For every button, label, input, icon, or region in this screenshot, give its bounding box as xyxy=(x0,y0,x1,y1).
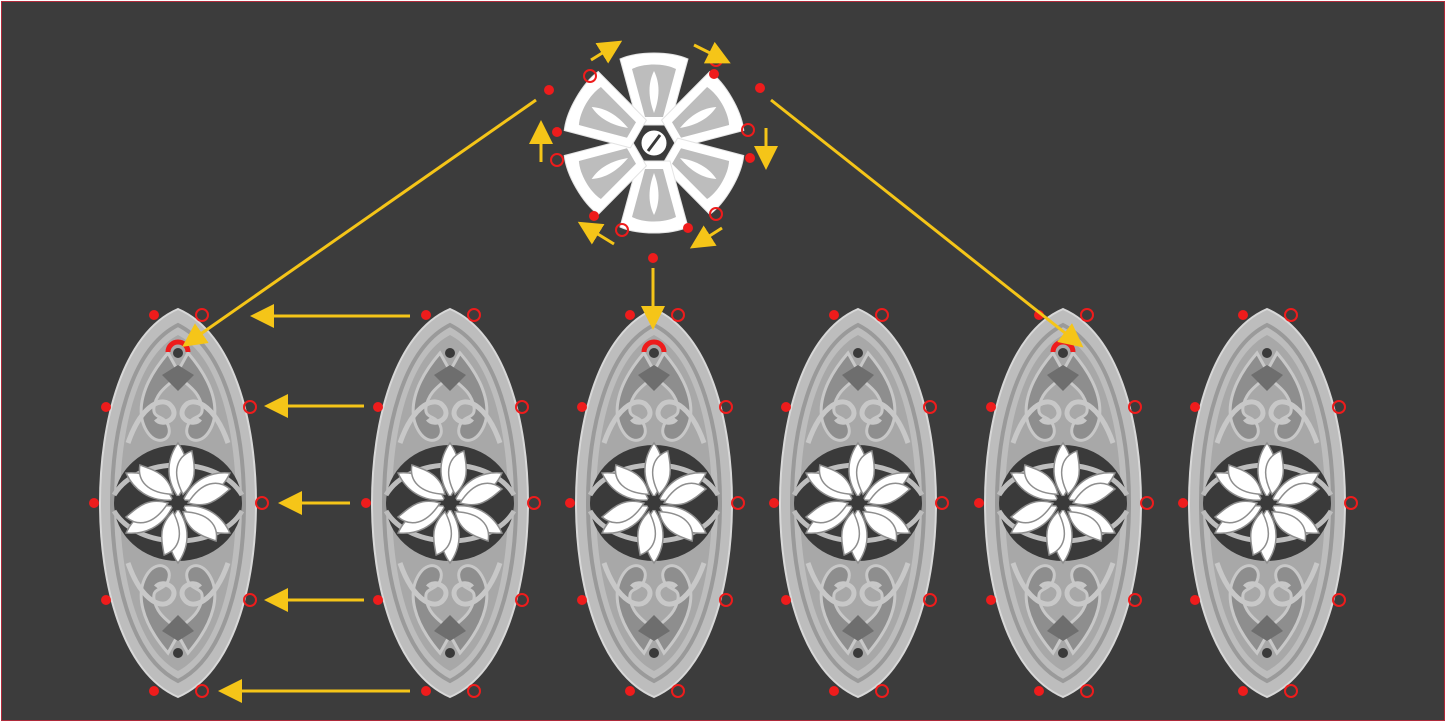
connector-ring xyxy=(1285,309,1297,321)
connector-ring xyxy=(528,497,540,509)
connector-dot xyxy=(361,498,371,508)
connector-dot xyxy=(625,310,635,320)
connector-dot xyxy=(974,498,984,508)
connector-dot xyxy=(1190,595,1200,605)
connector-dot xyxy=(829,686,839,696)
connector-dot xyxy=(829,310,839,320)
connector-dot xyxy=(1190,402,1200,412)
connector-ring xyxy=(672,309,684,321)
connector-dot xyxy=(1178,498,1188,508)
connector-dot xyxy=(577,595,587,605)
connector-ring xyxy=(196,309,208,321)
connector-dot xyxy=(1238,310,1248,320)
oval-ornament-icon xyxy=(1189,309,1345,697)
connector-dot xyxy=(565,498,575,508)
connector-dot xyxy=(1034,686,1044,696)
panel-4 xyxy=(780,309,936,697)
connector-dot xyxy=(149,686,159,696)
connector-dot xyxy=(101,595,111,605)
connector-dot xyxy=(149,310,159,320)
connector-dot xyxy=(421,686,431,696)
oval-ornament-icon xyxy=(576,309,732,697)
connector-dot xyxy=(373,402,383,412)
connector-ring xyxy=(256,497,268,509)
connector-ring xyxy=(244,594,256,606)
panel-5 xyxy=(985,309,1141,697)
connector-dot xyxy=(986,595,996,605)
connector-ring xyxy=(876,685,888,697)
connector-dot xyxy=(577,402,587,412)
oval-ornament-icon xyxy=(985,309,1141,697)
connector-ring xyxy=(1141,497,1153,509)
connector-ring xyxy=(1081,309,1093,321)
connector-ring xyxy=(732,497,744,509)
connector-ring xyxy=(468,309,480,321)
arrow-hub-to-panel-5 xyxy=(771,100,1074,340)
connector-dot xyxy=(625,686,635,696)
connector-ring xyxy=(516,401,528,413)
oval-ornament-icon xyxy=(372,309,528,697)
connector-dot xyxy=(986,402,996,412)
connector-dot xyxy=(769,498,779,508)
connector-ring xyxy=(720,401,732,413)
connector-ring xyxy=(924,594,936,606)
connector-dot xyxy=(421,310,431,320)
connector-dot xyxy=(781,402,791,412)
connector-ring xyxy=(1285,685,1297,697)
connector-ring xyxy=(244,401,256,413)
connector-dot xyxy=(101,402,111,412)
panel-6 xyxy=(1189,309,1345,697)
oval-ornament-icon xyxy=(780,309,936,697)
connector-dot xyxy=(781,595,791,605)
panel-1 xyxy=(100,309,256,697)
connector-ring xyxy=(1081,685,1093,697)
connector-ring xyxy=(1333,594,1345,606)
connector-ring xyxy=(1129,401,1141,413)
connector-ring xyxy=(196,685,208,697)
connector-ring xyxy=(876,309,888,321)
connector-ring xyxy=(924,401,936,413)
connector-dot xyxy=(89,498,99,508)
connector-dot xyxy=(373,595,383,605)
connector-ring xyxy=(720,594,732,606)
connector-ring xyxy=(468,685,480,697)
connector-ring xyxy=(1129,594,1141,606)
connector-ring xyxy=(516,594,528,606)
arrow-hub-to-panel-1 xyxy=(192,100,536,340)
connector-ring xyxy=(1333,401,1345,413)
connector-ring xyxy=(672,685,684,697)
oval-ornament-icon xyxy=(100,309,256,697)
rosette-hub-icon xyxy=(559,53,749,233)
panel-3 xyxy=(576,309,732,697)
panel-2 xyxy=(372,309,528,697)
connector-ring xyxy=(936,497,948,509)
connector-dot xyxy=(1238,686,1248,696)
connector-ring xyxy=(1345,497,1357,509)
